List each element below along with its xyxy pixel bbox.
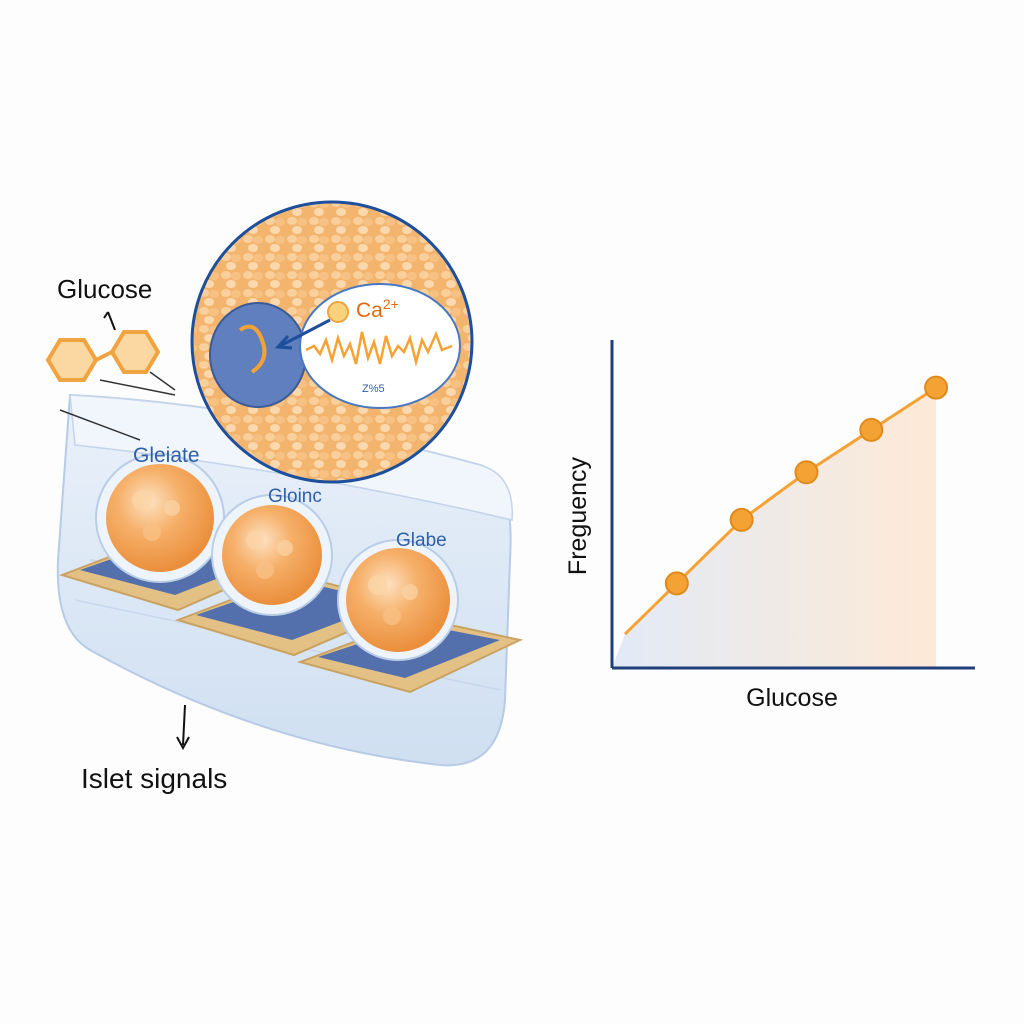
islet-signals-label: Islet signals (81, 763, 227, 794)
chart-point-3 (794, 460, 819, 485)
nucleus (209, 302, 307, 408)
x-axis-label: Glucose (746, 684, 838, 712)
islet-cell-3 (337, 539, 459, 661)
glucose-flow-lines (59, 371, 176, 441)
islet-label-a: Gleiate (133, 444, 200, 467)
chart-point-2 (729, 507, 754, 532)
islet-signals-arrow (182, 704, 186, 746)
chart-series-line (623, 386, 937, 636)
islet-cell-1 (95, 453, 225, 583)
islet-label-c: Glabe (396, 530, 447, 551)
chart-point-5 (924, 375, 949, 400)
inset-small-text: Z%5 (362, 383, 385, 395)
chart-area-fill (612, 387, 937, 668)
calcium-label: Ca2+ (356, 296, 399, 322)
frequency-chart: Glucose Freguency (564, 340, 975, 712)
glucose-pointer-line (103, 311, 116, 331)
glucose-label: Glucose (57, 274, 152, 304)
calcium-oscillation-trace (305, 330, 453, 367)
magnified-inset: Ca2+ Z%5 (190, 200, 474, 484)
islet-label-b: Gloinc (268, 486, 322, 507)
calcium-ion-icon (327, 301, 349, 323)
y-axis-label: Freguency (564, 456, 592, 575)
calcium-superscript: 2+ (383, 296, 399, 312)
chart-point-1 (664, 571, 689, 596)
glucose-molecule-icon (45, 330, 161, 382)
islet-cell-2 (211, 494, 333, 616)
chart-point-4 (859, 417, 884, 442)
